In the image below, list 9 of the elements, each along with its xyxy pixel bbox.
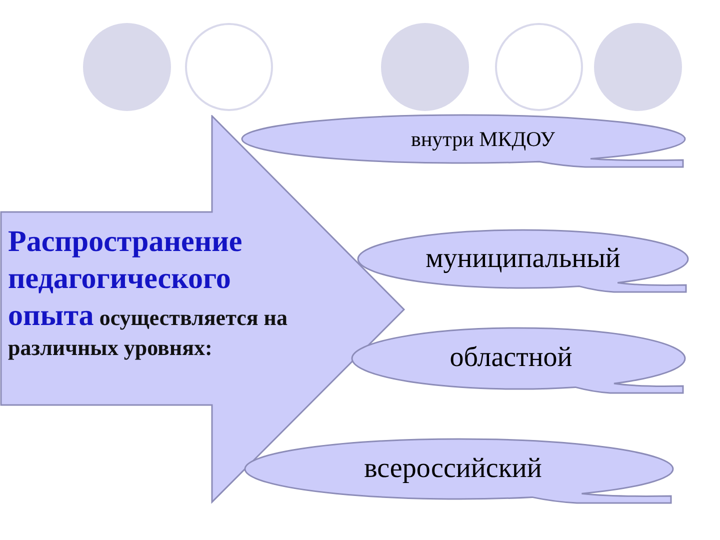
level-text: внутри МКДОУ <box>411 126 555 152</box>
oval-callout <box>357 229 689 293</box>
level-text: муниципальный <box>426 242 620 274</box>
level-text: областной <box>450 342 572 374</box>
oval-callout <box>244 438 674 504</box>
oval-callout <box>241 114 686 168</box>
level-text: всероссийский <box>364 452 542 484</box>
heading-text: Распространение педагогического опыта осуществляется на различных уровнях: <box>8 224 288 362</box>
oval-callout <box>351 327 686 394</box>
